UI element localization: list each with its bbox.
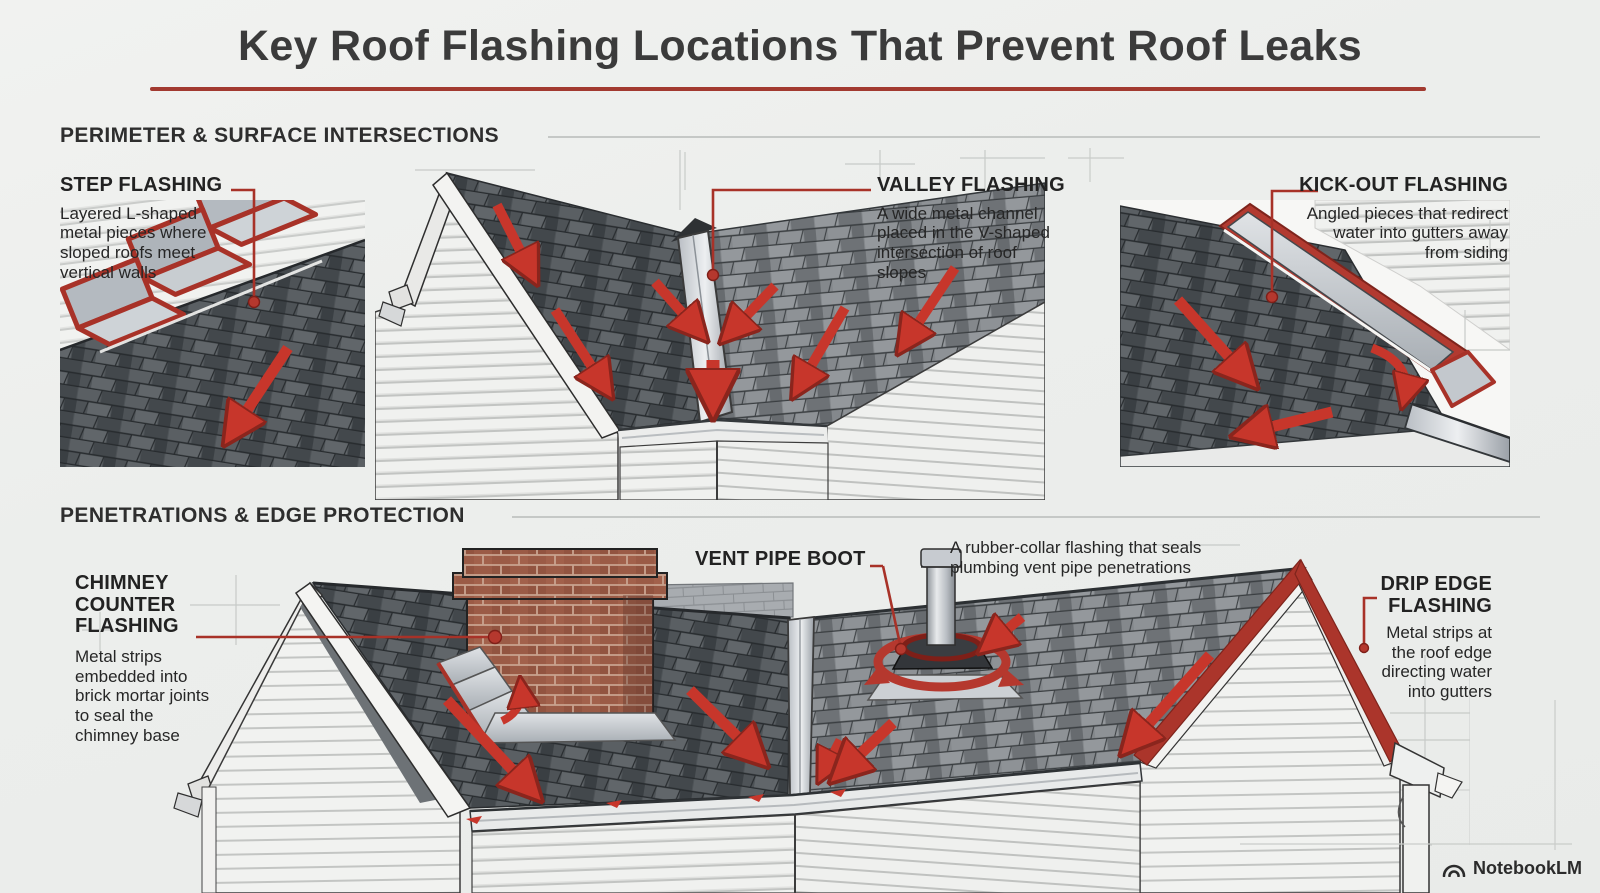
title-underline bbox=[150, 87, 1426, 91]
label-step-flashing: STEP FLASHING Layered L-shaped metal pie… bbox=[60, 174, 240, 282]
valley-flashing-title: VALLEY FLASHING bbox=[877, 174, 1065, 196]
label-chimney-counter-flashing: CHIMNEY COUNTER FLASHING Metal strips em… bbox=[75, 572, 235, 745]
penetrations-house-illustration bbox=[173, 544, 1470, 893]
section-1-heading: PERIMETER & SURFACE INTERSECTIONS bbox=[60, 124, 500, 147]
section-2-heading: PENETRATIONS & EDGE PROTECTION bbox=[60, 504, 465, 527]
chimney-counter-flashing-description: Metal strips embedded into brick mortar … bbox=[75, 646, 210, 745]
vent-pipe-boot-description: A rubber-collar flashing that seals plum… bbox=[950, 538, 1202, 577]
step-flashing-description: Layered L-shaped metal pieces where slop… bbox=[60, 203, 207, 282]
kick-out-flashing-title: KICK-OUT FLASHING bbox=[1299, 174, 1508, 196]
label-valley-flashing: VALLEY FLASHING A wide metal channel pla… bbox=[877, 174, 1092, 282]
label-drip-edge-flashing: DRIP EDGE FLASHING bbox=[1378, 573, 1492, 617]
label-vent-pipe-boot: VENT PIPE BOOT bbox=[695, 548, 875, 571]
watermark: NotebookLM bbox=[1442, 858, 1582, 879]
drip-edge-flashing-description: Metal strips at the roof edge directing … bbox=[1381, 623, 1492, 702]
label-kick-out-flashing: KICK-OUT FLASHING Angled pieces that red… bbox=[1268, 174, 1508, 263]
section-2-rule bbox=[512, 516, 1540, 518]
notebooklm-logo-icon bbox=[1442, 864, 1466, 877]
section-1-rule bbox=[548, 136, 1540, 138]
downspout bbox=[1402, 784, 1430, 893]
valley-flashing-description: A wide metal channel placed in the V-sha… bbox=[877, 203, 1050, 282]
chimney-counter-flashing-title: CHIMNEY COUNTER FLASHING bbox=[75, 572, 179, 638]
page-title: Key Roof Flashing Locations That Prevent… bbox=[238, 22, 1362, 70]
chimney bbox=[436, 548, 677, 744]
step-flashing-title: STEP FLASHING bbox=[60, 174, 223, 196]
watermark-label: NotebookLM bbox=[1473, 858, 1582, 878]
valley-metal-channel bbox=[787, 615, 815, 796]
vent-pipe-boot-title: VENT PIPE BOOT bbox=[695, 548, 866, 570]
kick-out-flashing-description: Angled pieces that redirect water into g… bbox=[1306, 203, 1508, 263]
drip-edge-flashing-title: DRIP EDGE FLASHING bbox=[1380, 573, 1492, 617]
